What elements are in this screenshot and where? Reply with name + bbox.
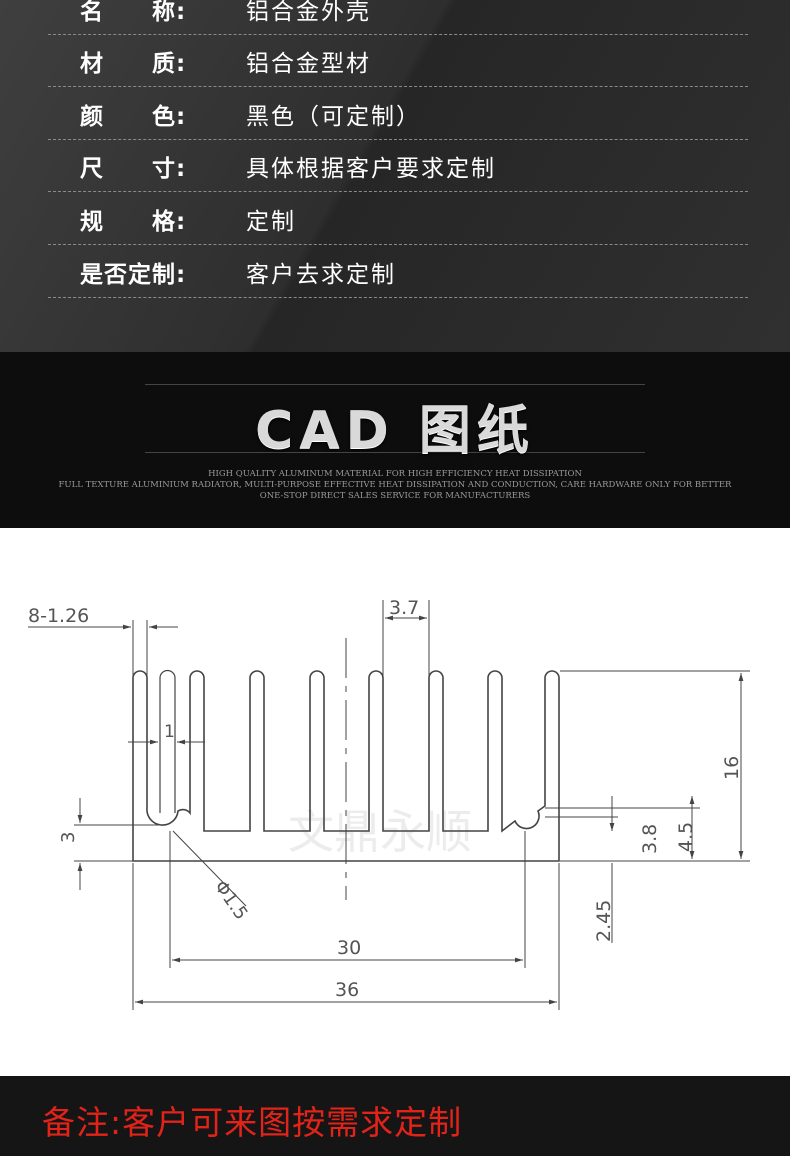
dim-hole: Φ1.5 (210, 877, 252, 924)
watermark: 文鼎永顺 (288, 805, 472, 859)
spec-label: 名 称: (80, 0, 187, 25)
dim-gap: 1 (164, 722, 175, 742)
spec-row-color: 颜 色: 黑色（可定制） (48, 87, 748, 140)
dim-h45: 4.5 (675, 822, 697, 852)
spec-value: 铝合金外壳 (246, 0, 371, 25)
spec-row-name: 名 称: 铝合金外壳 (48, 0, 748, 35)
divider (145, 384, 645, 385)
cad-drawing: 文鼎永顺 8-1.26 3.7 1 3 Φ1.5 (0, 528, 790, 1076)
spec-label: 是否定制: (80, 262, 187, 288)
spec-label: 规 格: (80, 209, 187, 235)
dim-pitch: 3.7 (389, 597, 419, 619)
cad-subtitle-line: ONE-STOP DIRECT SALES SERVICE FOR MANUFA… (259, 491, 531, 501)
dim-fins: 8-1.26 (28, 605, 89, 627)
heatsink-outline (132, 670, 560, 862)
cad-subtitle-line: FULL TEXTURE ALUMINIUM RADIATOR, MULTI-P… (58, 480, 732, 490)
spec-value: 铝合金型材 (246, 51, 371, 77)
dim-height: 16 (721, 756, 743, 780)
dim-h38: 3.8 (639, 824, 661, 854)
dim-width: 36 (335, 979, 359, 1001)
spec-label: 尺 寸: (80, 156, 187, 182)
dim-base: 2.45 (593, 900, 615, 942)
divider (145, 452, 645, 453)
cad-header: CAD 图纸 HIGH QUALITY ALUMINUM MATERIAL FO… (0, 352, 790, 528)
note-section: 备注:客户可来图按需求定制 (0, 1076, 790, 1156)
spec-value: 黑色（可定制） (246, 104, 421, 130)
note-text: 备注:客户可来图按需求定制 (42, 1103, 463, 1142)
dim-inner: 30 (337, 937, 361, 959)
fin-tip (159, 669, 176, 679)
spec-label: 颜 色: (80, 104, 187, 130)
spec-value: 具体根据客户要求定制 (246, 156, 496, 182)
spec-value: 客户去求定制 (246, 262, 396, 288)
cad-subtitle-line: HIGH QUALITY ALUMINUM MATERIAL FOR HIGH … (208, 469, 582, 479)
spec-row-custom: 是否定制: 客户去求定制 (48, 245, 748, 298)
spec-row-spec: 规 格: 定制 (48, 192, 748, 245)
dim-slot: 3 (58, 832, 79, 843)
spec-label: 材 质: (80, 51, 187, 77)
spec-row-material: 材 质: 铝合金型材 (48, 34, 748, 87)
spec-row-size: 尺 寸: 具体根据客户要求定制 (48, 139, 748, 192)
spec-value: 定制 (246, 209, 296, 235)
leader-line (172, 830, 247, 907)
spec-section: 名 称: 铝合金外壳 材 质: 铝合金型材 颜 色: 黑色（可定制） 尺 寸: … (0, 0, 790, 352)
cad-title: CAD 图纸 (255, 401, 535, 461)
heatsink-profile-drawing: 文鼎永顺 8-1.26 3.7 1 3 Φ1.5 (28, 597, 750, 1010)
